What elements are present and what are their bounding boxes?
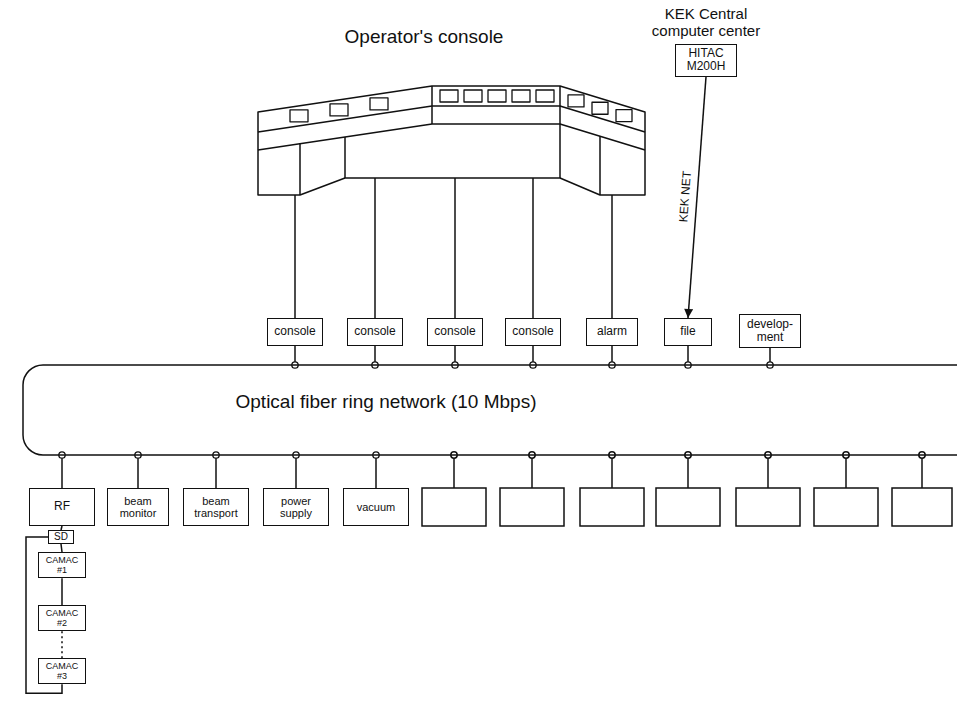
camac-crate-box: CAMAC #1 bbox=[38, 552, 86, 578]
desk-edge bbox=[344, 137, 346, 178]
station-box: beam monitor bbox=[107, 488, 169, 526]
drop-line bbox=[921, 455, 923, 488]
node-text: CAMAC #1 bbox=[42, 555, 82, 575]
desk-edge bbox=[258, 106, 645, 132]
node-text: alarm bbox=[597, 325, 627, 338]
development-computer-box: develop- ment bbox=[739, 314, 801, 348]
drop-line bbox=[453, 455, 455, 488]
camac-crate-box: CAMAC #3 bbox=[38, 658, 86, 684]
desk-edge bbox=[559, 124, 561, 178]
drop-line bbox=[845, 455, 847, 488]
empty-station-box bbox=[422, 488, 486, 526]
network-label: KEK NET bbox=[677, 169, 694, 225]
display-screen bbox=[330, 104, 348, 116]
mainframe-box: HITAC M200H bbox=[675, 44, 737, 77]
station-box: RF bbox=[29, 488, 95, 526]
connector-line bbox=[454, 178, 456, 318]
operator-console: Operator's console bbox=[250, 20, 650, 200]
display-screen bbox=[488, 90, 506, 102]
node-text: console bbox=[274, 325, 315, 338]
display-screen bbox=[290, 110, 308, 122]
empty-station-box bbox=[500, 488, 564, 526]
node-text: Operator's console bbox=[345, 26, 504, 48]
node-text: develop- ment bbox=[743, 318, 797, 345]
drop-line bbox=[767, 455, 769, 488]
console-computer-box: console bbox=[505, 318, 561, 346]
desk-edge bbox=[599, 136, 601, 195]
ring-network: Optical fiber ring network (10 Mbps) bbox=[22, 364, 957, 456]
node-text: power supply bbox=[267, 495, 325, 520]
serial-driver-box: SD bbox=[48, 530, 74, 544]
display-screen bbox=[512, 90, 530, 102]
drop-line bbox=[611, 455, 613, 488]
connector-line bbox=[375, 455, 377, 488]
drop-line bbox=[531, 455, 533, 488]
node-text: vacuum bbox=[357, 501, 396, 513]
node-text: HITAC M200H bbox=[679, 47, 733, 74]
empty-station-box bbox=[892, 488, 952, 526]
node-text: beam monitor bbox=[111, 495, 165, 520]
desk-edge bbox=[258, 124, 645, 150]
connector-line bbox=[374, 178, 376, 318]
node-text: console bbox=[434, 325, 475, 338]
node-text: SD bbox=[54, 531, 68, 542]
connector-line bbox=[295, 455, 297, 488]
connector-line bbox=[61, 631, 63, 658]
display-screen bbox=[592, 102, 608, 114]
computer-center: KEK Central computer centerHITAC M200H bbox=[636, 6, 776, 77]
drop-line bbox=[687, 455, 689, 488]
empty-station-box bbox=[736, 488, 800, 526]
station-box: vacuum bbox=[343, 488, 409, 526]
node-text: beam transport bbox=[187, 495, 245, 520]
console-computer-box: console bbox=[347, 318, 403, 346]
desk-outline bbox=[258, 86, 645, 195]
console-computer-box: console bbox=[427, 318, 483, 346]
file-computer-box: file bbox=[664, 318, 712, 346]
display-screen bbox=[370, 98, 388, 110]
station-box: power supply bbox=[263, 488, 329, 526]
desk-edge bbox=[299, 143, 301, 195]
display-screen bbox=[440, 90, 458, 102]
node-text: KEK Central computer center bbox=[639, 6, 774, 39]
connector-line bbox=[137, 455, 139, 488]
empty-station-box bbox=[814, 488, 878, 526]
node-text: CAMAC #3 bbox=[42, 661, 82, 681]
station-box: beam transport bbox=[183, 488, 249, 526]
display-screen bbox=[616, 110, 632, 122]
node-text: CAMAC #2 bbox=[42, 608, 82, 628]
camac-crate-box: CAMAC #2 bbox=[38, 605, 86, 631]
connector-line bbox=[611, 195, 613, 318]
node-text: console bbox=[354, 325, 395, 338]
empty-station-box bbox=[656, 488, 720, 526]
empty-station-box bbox=[580, 488, 644, 526]
node-text: Optical fiber ring network (10 Mbps) bbox=[236, 391, 537, 413]
node-text: RF bbox=[54, 500, 70, 513]
display-screen bbox=[464, 90, 482, 102]
connector-line bbox=[61, 455, 63, 488]
console-computer-box: console bbox=[267, 318, 323, 346]
desk-edge bbox=[431, 86, 433, 124]
desk-edge bbox=[559, 86, 561, 124]
node-text: file bbox=[680, 325, 695, 338]
alarm-computer-box: alarm bbox=[586, 318, 638, 346]
connector-line bbox=[61, 578, 63, 605]
connector-line bbox=[215, 455, 217, 488]
display-screen bbox=[568, 95, 584, 107]
display-screen bbox=[536, 90, 554, 102]
node-text: console bbox=[512, 325, 553, 338]
connector-line bbox=[294, 195, 296, 318]
connector-line bbox=[532, 178, 534, 318]
connector-line bbox=[61, 544, 62, 552]
